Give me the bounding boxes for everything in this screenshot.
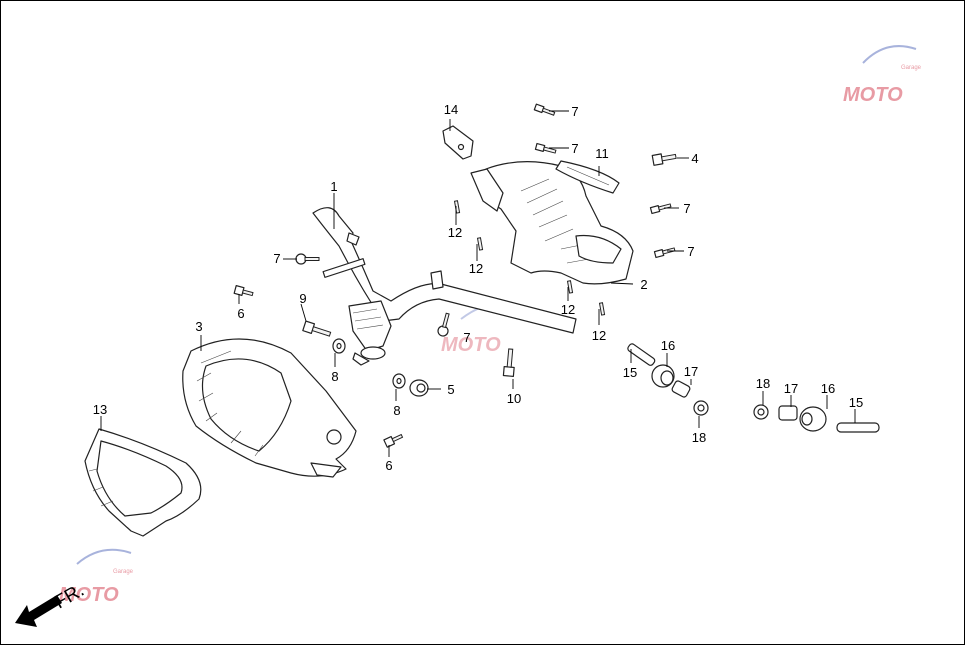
callout-7c: 7 xyxy=(683,201,690,216)
callout-14: 14 xyxy=(444,102,458,117)
callout-10: 10 xyxy=(507,391,521,406)
callout-6b: 6 xyxy=(385,458,392,473)
callout-5: 5 xyxy=(447,382,454,397)
watermark-text: MOTO xyxy=(59,584,119,606)
callout-2: 2 xyxy=(640,277,647,292)
watermark-subtext: Garage xyxy=(901,65,922,71)
front-arrow-icon xyxy=(15,595,62,627)
part-front-panel xyxy=(84,428,202,537)
part-bracket xyxy=(442,125,474,160)
part-cover-trim xyxy=(555,160,620,194)
callout-7a: 7 xyxy=(571,104,578,119)
callout-18a: 18 xyxy=(692,430,706,445)
callout-7f: 7 xyxy=(463,330,470,345)
callout-12a: 12 xyxy=(448,225,462,240)
callout-7d: 7 xyxy=(687,244,694,259)
callout-16a: 16 xyxy=(661,338,675,353)
callout-3: 3 xyxy=(195,319,202,334)
callout-12d: 12 xyxy=(592,328,606,343)
callout-1: 1 xyxy=(330,179,337,194)
bar-end-left xyxy=(627,343,691,398)
callout-15b: 15 xyxy=(849,395,863,410)
front-direction-indicator: FR. xyxy=(15,580,88,627)
part-handlebar xyxy=(312,207,577,366)
callout-7b: 7 xyxy=(571,141,578,156)
watermark-bottom-left: MOTO Garage xyxy=(59,548,134,606)
bar-end-right xyxy=(778,405,880,433)
leader-lines xyxy=(100,110,856,457)
watermark-text: MOTO xyxy=(441,334,501,356)
washers-and-nuts xyxy=(332,338,769,420)
part-front-cover xyxy=(182,338,357,478)
callout-4: 4 xyxy=(691,151,698,166)
callout-7e: 7 xyxy=(273,251,280,266)
callout-9: 9 xyxy=(299,291,306,306)
callout-17b: 17 xyxy=(784,381,798,396)
callout-13: 13 xyxy=(93,402,107,417)
callout-16b: 16 xyxy=(821,381,835,396)
callout-8b: 8 xyxy=(393,403,400,418)
callout-17a: 17 xyxy=(684,364,698,379)
watermark-text: MOTO xyxy=(843,84,903,106)
callout-18b: 18 xyxy=(756,376,770,391)
callout-15a: 15 xyxy=(623,365,637,380)
callout-8a: 8 xyxy=(331,369,338,384)
watermark-top-right: MOTO Garage xyxy=(843,45,922,106)
callout-6a: 6 xyxy=(237,306,244,321)
part-rear-cover xyxy=(470,161,634,285)
callout-12b: 12 xyxy=(469,261,483,276)
callout-labels: 1 2 3 4 5 6 6 7 7 7 7 7 7 8 8 9 10 11 12… xyxy=(93,102,863,473)
watermark-subtext: Garage xyxy=(113,569,134,575)
callout-12c: 12 xyxy=(561,302,575,317)
callout-11: 11 xyxy=(595,146,609,161)
